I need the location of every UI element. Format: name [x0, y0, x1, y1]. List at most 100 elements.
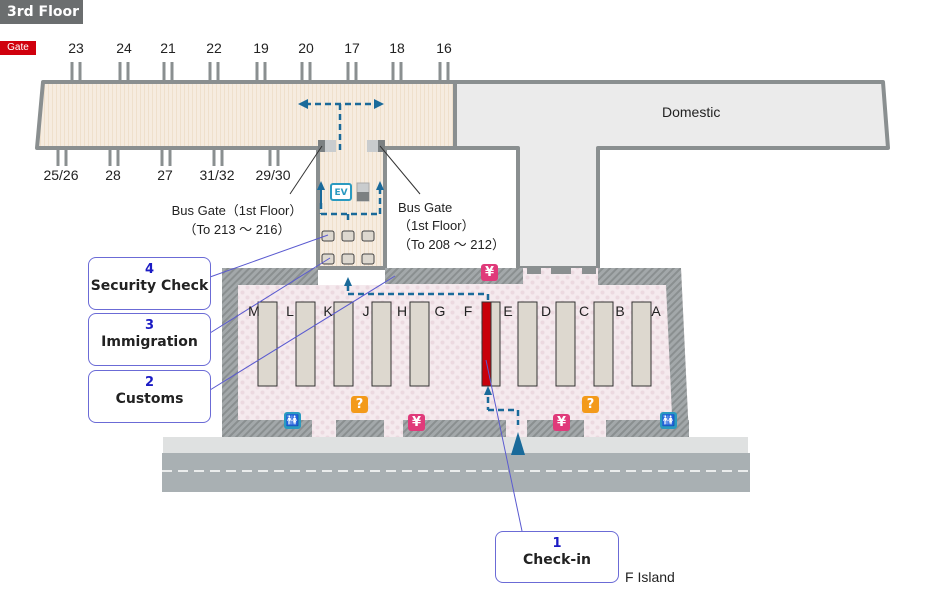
- callout-number: 4: [144, 262, 155, 277]
- info-icon: [351, 396, 368, 413]
- yen-icon: [553, 414, 570, 431]
- callout-check-in[interactable]: 1 Check-in: [495, 531, 619, 583]
- counter-f-back: [490, 301, 501, 387]
- yen-icon: [481, 264, 498, 281]
- callout-number: 3: [144, 318, 155, 333]
- gate-number: 27: [157, 167, 173, 183]
- restroom-icon: [284, 412, 301, 429]
- restroom-icon: [660, 412, 677, 429]
- yen-glyph: ¥: [484, 265, 495, 280]
- top-gate-jetways: [70, 62, 450, 82]
- counter-d: [555, 301, 576, 387]
- yen-icon: [408, 414, 425, 431]
- jetway-stub: [276, 148, 280, 166]
- jetway-stub: [263, 62, 267, 82]
- jetway-stub: [255, 62, 259, 82]
- gate-badge: Gate: [0, 41, 36, 55]
- jetway-stub: [208, 62, 212, 82]
- gate-number: 16: [436, 40, 452, 56]
- counter-l: [295, 301, 316, 387]
- gate-number: 22: [206, 40, 222, 56]
- checkin-counters: [257, 301, 652, 387]
- info-icon: [582, 396, 599, 413]
- callout-label: Customs: [115, 391, 184, 407]
- callout-label: Check-in: [523, 552, 591, 568]
- gate-number: 18: [389, 40, 405, 56]
- jetway-stub: [220, 148, 224, 166]
- jetway-stub: [354, 62, 358, 82]
- gate-number: 29/30: [255, 167, 291, 183]
- bus-gate-right-line3: （To 208 ～ 212）: [398, 237, 505, 252]
- gate-number: 19: [253, 40, 269, 56]
- jetway-stub: [399, 62, 403, 82]
- jetway-stub: [216, 62, 220, 82]
- restroom-glyph: 🚻: [661, 414, 676, 427]
- callout-number: 2: [144, 375, 155, 390]
- bus-gate-right-label: Bus Gate （1st Floor） （To 208 ～ 212）: [398, 200, 505, 253]
- counter-b: [631, 301, 652, 387]
- jetway-stub: [168, 148, 172, 166]
- jetway-stub: [162, 62, 166, 82]
- jetway-stub: [118, 62, 122, 82]
- gate-number: 20: [298, 40, 314, 56]
- yen-glyph: ¥: [411, 415, 422, 430]
- jetway-stub: [108, 148, 112, 166]
- jetway-stub: [438, 62, 442, 82]
- counter-label-f: F: [463, 303, 473, 319]
- jetway-stub: [126, 62, 130, 82]
- road: [162, 437, 750, 492]
- route-arrowheads: [298, 99, 525, 455]
- counter-label-m: M: [248, 303, 260, 319]
- counter-label-k: K: [323, 303, 333, 319]
- counter-label-d: D: [540, 303, 552, 319]
- counter-label-a: A: [651, 303, 661, 319]
- bus-gate-left-line1: Bus Gate（1st Floor）: [171, 203, 303, 218]
- gate-number: 23: [68, 40, 84, 56]
- counter-label-e: E: [503, 303, 513, 319]
- yen-glyph: ¥: [556, 415, 567, 430]
- counter-label-l: L: [286, 303, 294, 319]
- elevator-icon: [330, 183, 352, 201]
- gate-number: 17: [344, 40, 360, 56]
- escalator-left-icon: [318, 140, 336, 152]
- checkin-island-label: F Island: [625, 569, 675, 585]
- jetway-stub: [70, 62, 74, 82]
- counter-label-g: G: [434, 303, 446, 319]
- callout-customs[interactable]: 2 Customs: [88, 370, 211, 423]
- counter-f-highlighted[interactable]: [481, 301, 492, 387]
- jetway-stub: [346, 62, 350, 82]
- counter-label-h: H: [396, 303, 408, 319]
- jetway-stub: [391, 62, 395, 82]
- callout-security-check[interactable]: 4 Security Check: [88, 257, 211, 310]
- jetway-stub: [268, 148, 272, 166]
- counter-label-j: J: [362, 303, 370, 319]
- bottom-gate-jetways: [56, 148, 280, 166]
- gate-number: 25/26: [43, 167, 79, 183]
- gate-number: 24: [116, 40, 132, 56]
- info-glyph: ?: [355, 397, 364, 412]
- callout-number: 1: [552, 536, 562, 551]
- gate-number: 28: [105, 167, 121, 183]
- counter-e: [517, 301, 538, 387]
- counter-j: [371, 301, 392, 387]
- restroom-glyph: 🚻: [285, 414, 300, 427]
- jetway-stub: [170, 62, 174, 82]
- escalator-right-icon: [367, 140, 385, 152]
- callout-lines: [209, 234, 523, 532]
- bus-gate-left-line2: （To 213 ～ 216）: [183, 222, 291, 237]
- callout-immigration[interactable]: 3 Immigration: [88, 313, 211, 366]
- callout-label: Security Check: [90, 278, 209, 294]
- bus-gate-left-label: Bus Gate（1st Floor） （To 213 ～ 216）: [162, 200, 312, 238]
- bus-gate-right-line1: Bus Gate: [398, 200, 453, 215]
- security-booths: [321, 230, 375, 242]
- bus-gate-pointers: [289, 145, 421, 195]
- jetway-stub: [116, 148, 120, 166]
- jetway-stub: [78, 62, 82, 82]
- bus-gate-right-line2: （1st Floor）: [398, 218, 475, 233]
- escalator-center-icon: [356, 182, 370, 202]
- jetway-stub: [300, 62, 304, 82]
- domestic-label: Domestic: [662, 104, 721, 120]
- callout-label: Immigration: [101, 334, 198, 350]
- route-path: [305, 102, 520, 425]
- counter-m: [257, 301, 278, 387]
